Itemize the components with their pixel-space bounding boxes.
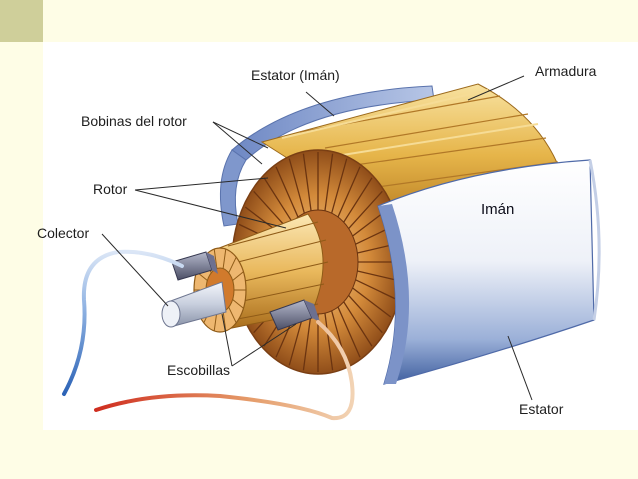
label-rotor: Rotor [93, 181, 128, 197]
red-wire [94, 320, 355, 421]
label-iman: Imán [481, 201, 515, 218]
blue-wire [62, 249, 184, 396]
label-escobillas: Escobillas [167, 362, 231, 378]
label-estator-iman: Estator (Imán) [251, 67, 340, 83]
corner-accent-block [0, 0, 43, 42]
brush-bottom [269, 299, 320, 331]
label-colector: Colector [37, 225, 90, 241]
leader-lines [101, 75, 533, 401]
brush-top [171, 251, 218, 281]
front-stator-magnet [377, 159, 601, 385]
label-armadura: Armadura [535, 63, 597, 79]
shaft [161, 281, 227, 328]
label-estator: Estator [519, 401, 564, 417]
label-bobinas-del-rotor: Bobinas del rotor [81, 113, 187, 129]
